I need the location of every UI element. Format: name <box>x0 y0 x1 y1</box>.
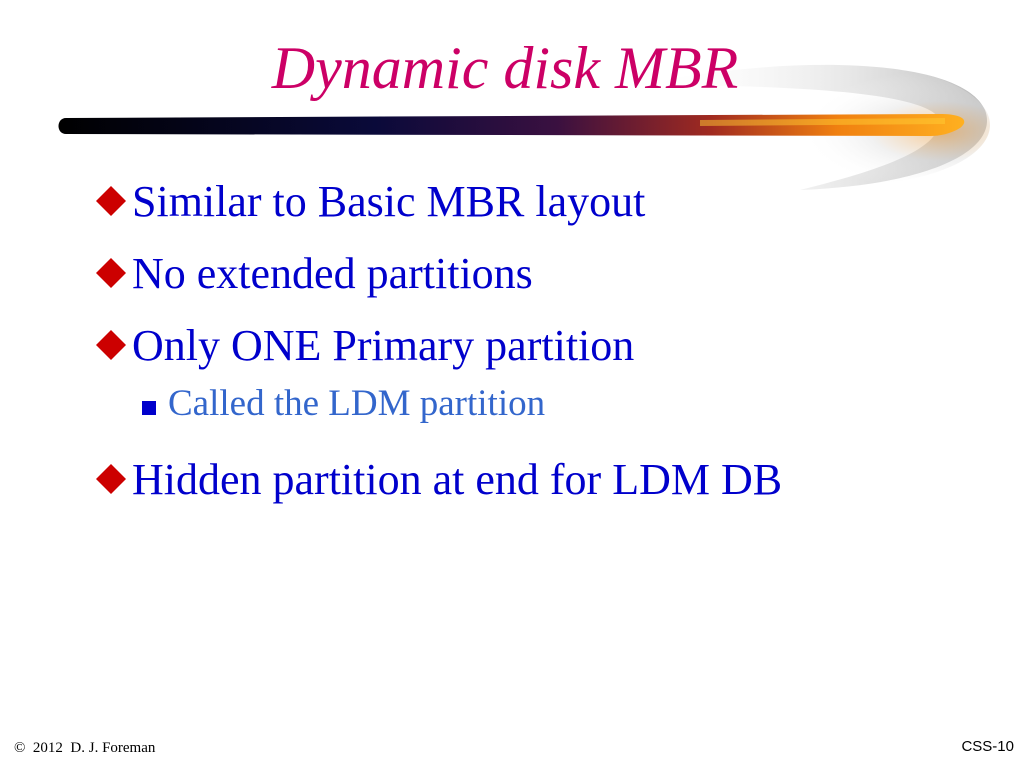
bullet-item: No extended partitions <box>90 244 990 316</box>
bullet-list: Similar to Basic MBR layout No extended … <box>90 172 990 522</box>
red-diamond-icon <box>96 330 126 360</box>
bullet-text: No extended partitions <box>132 249 533 298</box>
title-swoosh-decoration <box>58 64 990 190</box>
bullet-text: Hidden partition at end for LDM DB <box>132 455 783 504</box>
footer-copyright: © 2012 D. J. Foreman <box>14 740 156 756</box>
sub-bullet-item: Called the LDM partition <box>90 380 990 450</box>
sub-bullet-text: Called the LDM partition <box>168 383 546 424</box>
slide-number: CSS-10 <box>961 738 1014 755</box>
bullet-item: Only ONE Primary partition <box>90 316 990 388</box>
red-diamond-icon <box>96 464 126 494</box>
bullet-item: Similar to Basic MBR layout <box>90 172 990 244</box>
blue-square-icon <box>142 401 156 415</box>
red-diamond-icon <box>96 186 126 216</box>
bullet-item: Hidden partition at end for LDM DB <box>90 450 990 522</box>
bullet-text: Similar to Basic MBR layout <box>132 177 646 226</box>
slide-title: Dynamic disk MBR <box>271 35 739 101</box>
red-diamond-icon <box>96 258 126 288</box>
bullet-text: Only ONE Primary partition <box>132 321 635 370</box>
